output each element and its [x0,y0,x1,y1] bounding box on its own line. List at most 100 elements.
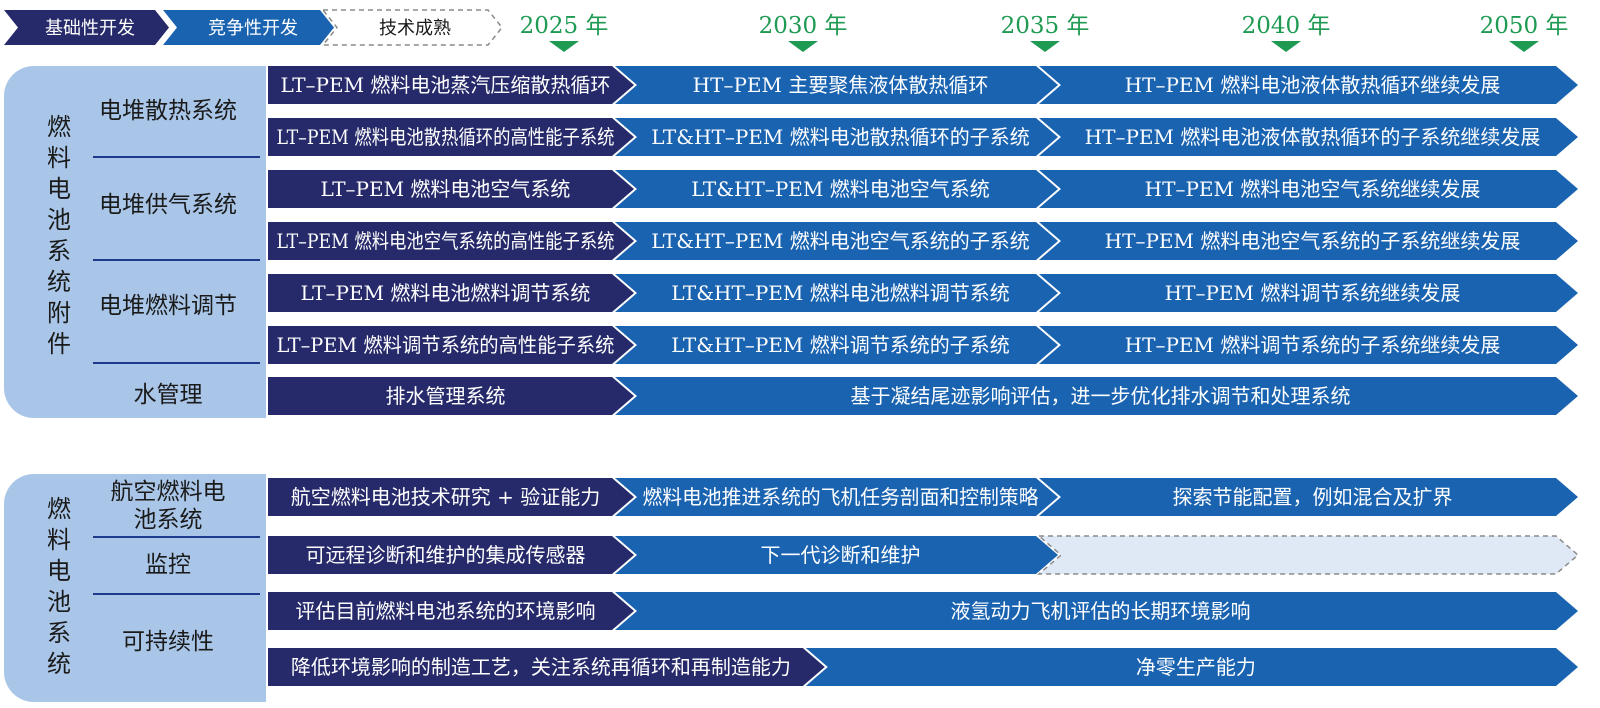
roadmap-segment-label: 探索节能配置，例如混合及扩界 [1173,485,1453,509]
roadmap-segment [268,326,634,364]
category-divider [93,593,260,595]
timeline-year-label: 2050 年 [1480,13,1569,39]
legend-competitive-label: 竞争性开发 [208,18,298,39]
roadmap-segment [615,274,1058,312]
category-water: 水管理 [133,382,203,408]
roadmap-segment-label: 基于凝结尾迹影响评估，进一步优化排水调节和处理系统 [851,384,1351,408]
roadmap-segment-label: HT–PEM 燃料电池空气系统继续发展 [1145,177,1481,201]
timeline-marker [788,41,818,52]
roadmap-segment-label: HT–PEM 主要聚焦液体散热循环 [693,73,989,97]
roadmap-segment-label: LT–PEM 燃料电池空气系统的高性能子系统 [277,229,615,253]
roadmap-segment [1039,170,1578,208]
group-title-char: 池 [47,588,71,616]
roadmap-segment [615,118,1058,156]
category-aviation-fc-label: 航空燃料电池系统 [110,479,226,533]
roadmap-segment [615,478,1058,516]
roadmap-segment [615,536,1058,574]
timeline-marker [1030,41,1060,52]
group-title-char: 料 [47,144,71,172]
legend-basic: 基础性开发 [4,10,169,45]
group-title-char: 件 [47,330,71,358]
roadmap-segment [268,377,634,415]
legend-basic-label: 基础性开发 [45,18,135,39]
category-sustainability: 可持续性 [122,629,214,655]
roadmap-segment-label: LT&HT–PEM 燃料电池燃料调节系统 [671,281,1009,305]
group-title-char: 燃 [47,495,71,523]
roadmap-segment [805,648,1578,686]
roadmap-segment [268,118,634,156]
group-title-char: 电 [47,557,71,585]
category-divider [93,536,260,538]
group-panel-system [4,474,266,702]
timeline-header: 基础性开发 竞争性开发 技术成熟 2025 年 2030 年 2035 年 2040 … [4,9,1569,52]
timeline-year-label: 2030 年 [759,13,848,39]
timeline-marker [549,41,579,52]
roadmap-segment-label: HT–PEM 燃料调节系统继续发展 [1165,281,1461,305]
roadmap-segment [268,222,634,260]
category-divider [93,156,260,158]
roadmap-segment-label: 下一代诊断和维护 [761,543,921,567]
group-title-char: 统 [47,650,71,678]
group-title-system: 燃料电池系统 [44,494,74,680]
roadmap-segment-label: 液氢动力飞机评估的长期环境影响 [951,599,1251,623]
group-title-char: 电 [47,175,71,203]
roadmap-segment-label: LT–PEM 燃料电池蒸汽压缩散热循环 [281,73,611,97]
roadmap-segment-label: LT–PEM 燃料电池燃料调节系统 [301,281,591,305]
roadmap-segment-label: 航空燃料电池技术研究 + 验证能力 [291,485,600,509]
roadmap-segment [615,66,1058,104]
roadmap-segment-label: 燃料电池推进系统的飞机任务剖面和控制策略 [643,485,1039,509]
category-stack-fuel: 电堆燃料调节 [99,293,237,319]
category-monitoring: 监控 [145,552,191,578]
group-title-char: 燃 [47,113,71,141]
category-divider [93,362,260,364]
group-title-char: 系 [47,237,71,265]
roadmap-segment [1039,274,1578,312]
roadmap-segment-label: LT&HT–PEM 燃料电池散热循环的子系统 [651,125,1029,149]
timeline-year-label: 2025 年 [520,13,609,39]
roadmap-segment-label: 可远程诊断和维护的集成传感器 [306,543,586,567]
group-title-accessories: 燃料电池系统附件 [44,112,74,360]
roadmap-segment [268,66,634,104]
roadmap-segment [615,222,1058,260]
roadmap-segment-label: 降低环境影响的制造工艺，关注系统再循环和再制造能力 [291,655,791,679]
roadmap-segment-label: HT–PEM 燃料电池液体散热循环的子系统继续发展 [1085,125,1541,149]
roadmap-segment-label: 评估目前燃料电池系统的环境影响 [296,599,596,623]
roadmap-segment [1039,118,1578,156]
roadmap-segment [615,377,1578,415]
category-divider [93,259,260,261]
roadmap-segment [268,274,634,312]
roadmap-segment [1039,222,1578,260]
roadmap-segment-label: HT–PEM 燃料调节系统的子系统继续发展 [1125,333,1501,357]
roadmap-segment-label: 排水管理系统 [386,384,506,408]
group-panel-accessories [4,66,266,418]
group-title-char: 系 [47,619,71,647]
roadmap-segment [615,326,1058,364]
roadmap-segment [268,478,634,516]
timeline-year-label: 2035 年 [1001,13,1090,39]
group-title-char: 统 [47,268,71,296]
roadmap-segment-label: LT&HT–PEM 燃料调节系统的子系统 [671,333,1009,357]
roadmap-segment-label: LT–PEM 燃料电池散热循环的高性能子系统 [277,125,615,149]
roadmap-segment-label: HT–PEM 燃料电池液体散热循环继续发展 [1125,73,1501,97]
roadmap-segment [268,648,825,686]
roadmap-segment-label: HT–PEM 燃料电池空气系统的子系统继续发展 [1105,229,1521,253]
category-stack-air: 电堆供气系统 [99,192,237,218]
roadmap-segment [268,592,634,630]
roadmap-segment-label: LT&HT–PEM 燃料电池空气系统 [691,177,989,201]
roadmap-segment [268,536,634,574]
timeline-year-label: 2040 年 [1242,13,1331,39]
category-stack-cooling: 电堆散热系统 [99,98,237,124]
legend-mature: 技术成熟 [321,9,503,46]
timeline-marker [1271,41,1301,52]
group-title-char: 料 [47,526,71,554]
roadmap-segment [615,170,1058,208]
timeline-marker [1509,41,1539,52]
group-title-char: 附 [47,299,71,327]
roadmap-segment [1039,66,1578,104]
roadmap-segment-label: LT–PEM 燃料调节系统的高性能子系统 [277,333,615,357]
legend-mature-label: 技术成熟 [379,18,451,39]
group-title-char: 池 [47,206,71,234]
roadmap-segment [1036,535,1580,575]
roadmap-segment [1039,478,1578,516]
roadmap-segment-label: 净零生产能力 [1136,655,1256,679]
